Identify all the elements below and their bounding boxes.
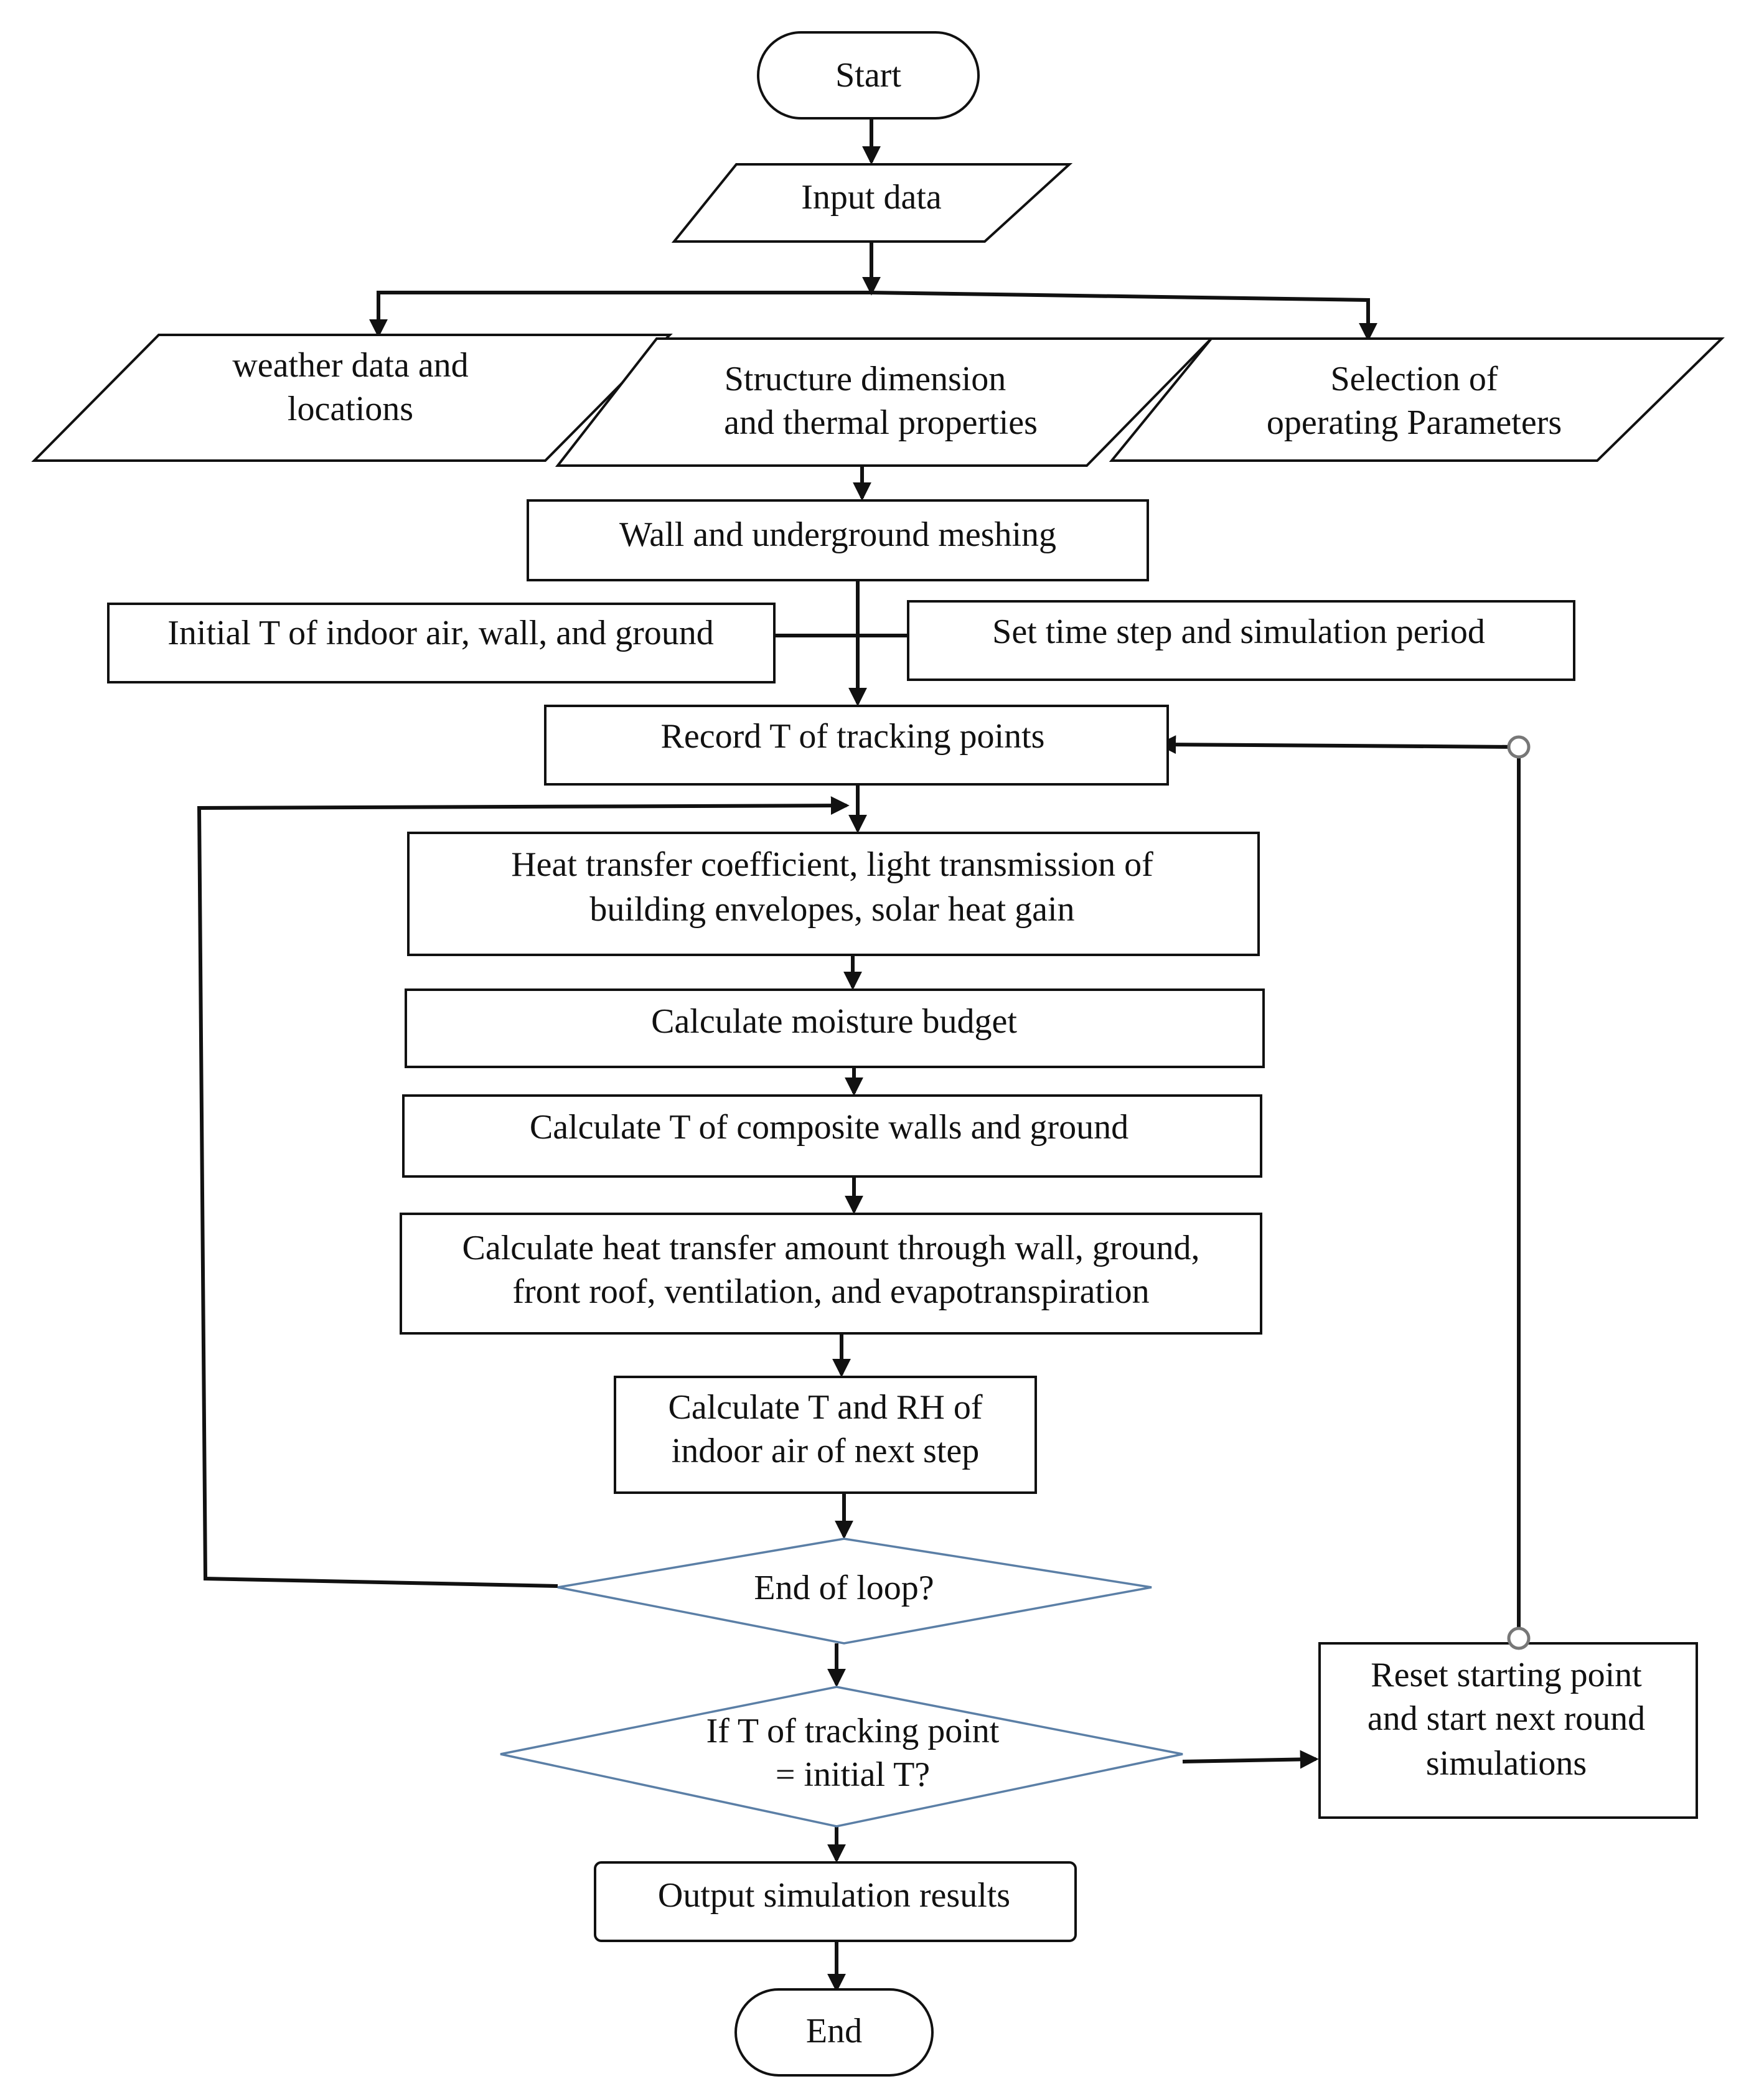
if-t-decision: If T of tracking point = initial T? (500, 1686, 1183, 1828)
selection-label-line2: operating Parameters (1267, 403, 1562, 442)
initial-t-label: Initial T of indoor air, wall, and groun… (167, 614, 714, 652)
heat-amount-shape (400, 1213, 1262, 1335)
time-step-node: Set time step and simulation period (907, 600, 1575, 681)
reset-label-line3: simulations (1426, 1744, 1587, 1783)
output-shape (594, 1861, 1077, 1942)
end-terminal: End (734, 1988, 934, 2077)
arrow-branch-to-selection (871, 291, 1377, 342)
weather-shape (31, 334, 673, 462)
connector-dot-bottom (1507, 1627, 1531, 1650)
if-t-label-line1: If T of tracking point (706, 1712, 1000, 1750)
if-t-label-line2: = initial T? (776, 1755, 930, 1794)
reset-label-line2: and start next round (1368, 1699, 1645, 1738)
time-step-shape (907, 600, 1575, 681)
moisture-label: Calculate moisture budget (651, 1002, 1017, 1041)
reset-shape (1318, 1642, 1698, 1819)
weather-label-line2: locations (288, 390, 413, 428)
heat-coef-label-line1: Heat transfer coefficient, light transmi… (511, 845, 1153, 884)
end-shape (734, 1988, 934, 2077)
structure-shape (555, 337, 1214, 467)
structure-node: Structure dimension and thermal properti… (555, 337, 1214, 467)
start-label: Start (835, 56, 901, 95)
heat-coef-shape (407, 832, 1260, 956)
arrow-loop-back (197, 796, 850, 1588)
structure-label-line1: Structure dimension (725, 360, 1006, 398)
input-data-label: Input data (801, 178, 942, 217)
composite-node: Calculate T of composite walls and groun… (402, 1094, 1262, 1178)
end-loop-label: End of loop? (754, 1569, 934, 1607)
selection-shape (1109, 337, 1725, 462)
heat-amount-node: Calculate heat transfer amount through w… (400, 1213, 1262, 1335)
weather-node: weather data and locations (31, 334, 673, 462)
start-terminal: Start (757, 31, 980, 120)
end-loop-decision: End of loop? (557, 1538, 1152, 1645)
initial-t-node: Initial T of indoor air, wall, and groun… (107, 603, 776, 683)
t-rh-shape (614, 1376, 1037, 1494)
moisture-shape (405, 988, 1265, 1068)
heat-coef-label-line2: building envelopes, solar heat gain (589, 890, 1074, 929)
reset-node: Reset starting point and start next roun… (1318, 1642, 1698, 1819)
selection-node: Selection of operating Parameters (1109, 337, 1725, 462)
end-loop-shape (557, 1538, 1152, 1645)
composite-shape (402, 1094, 1262, 1178)
output-label: Output simulation results (658, 1876, 1010, 1915)
t-rh-label-line1: Calculate T and RH of (669, 1388, 983, 1427)
heat-coef-node: Heat transfer coefficient, light transmi… (407, 832, 1260, 956)
start-shape (757, 31, 980, 120)
moisture-node: Calculate moisture budget (405, 988, 1265, 1068)
meshing-label: Wall and underground meshing (619, 515, 1056, 554)
arrow-if-t-to-reset (1182, 1750, 1319, 1769)
heat-amount-label-line2: front roof, ventilation, and evapotransp… (512, 1272, 1149, 1311)
t-rh-node: Calculate T and RH of indoor air of next… (614, 1376, 1037, 1494)
weather-label-line1: weather data and (232, 346, 468, 385)
connector-dot-top (1507, 735, 1531, 759)
record-label: Record T of tracking points (661, 717, 1045, 756)
initial-t-shape (107, 603, 776, 683)
structure-label-line2: and thermal properties (724, 403, 1038, 442)
input-data-node: Input data (671, 163, 1073, 243)
end-label: End (806, 2012, 862, 2050)
reset-label-line1: Reset starting point (1371, 1656, 1642, 1694)
record-shape (544, 705, 1169, 786)
meshing-shape (527, 499, 1149, 581)
selection-label-line1: Selection of (1330, 360, 1498, 398)
time-step-label: Set time step and simulation period (992, 613, 1485, 651)
arrow-branch-to-weather (369, 291, 871, 338)
heat-amount-label-line1: Calculate heat transfer amount through w… (462, 1229, 1200, 1267)
if-t-shape (500, 1686, 1183, 1828)
t-rh-label-line2: indoor air of next step (672, 1432, 980, 1470)
meshing-node: Wall and underground meshing (527, 499, 1149, 581)
input-data-shape (671, 163, 1073, 243)
composite-label: Calculate T of composite walls and groun… (530, 1108, 1128, 1147)
output-node: Output simulation results (594, 1861, 1077, 1942)
record-node: Record T of tracking points (544, 705, 1169, 786)
